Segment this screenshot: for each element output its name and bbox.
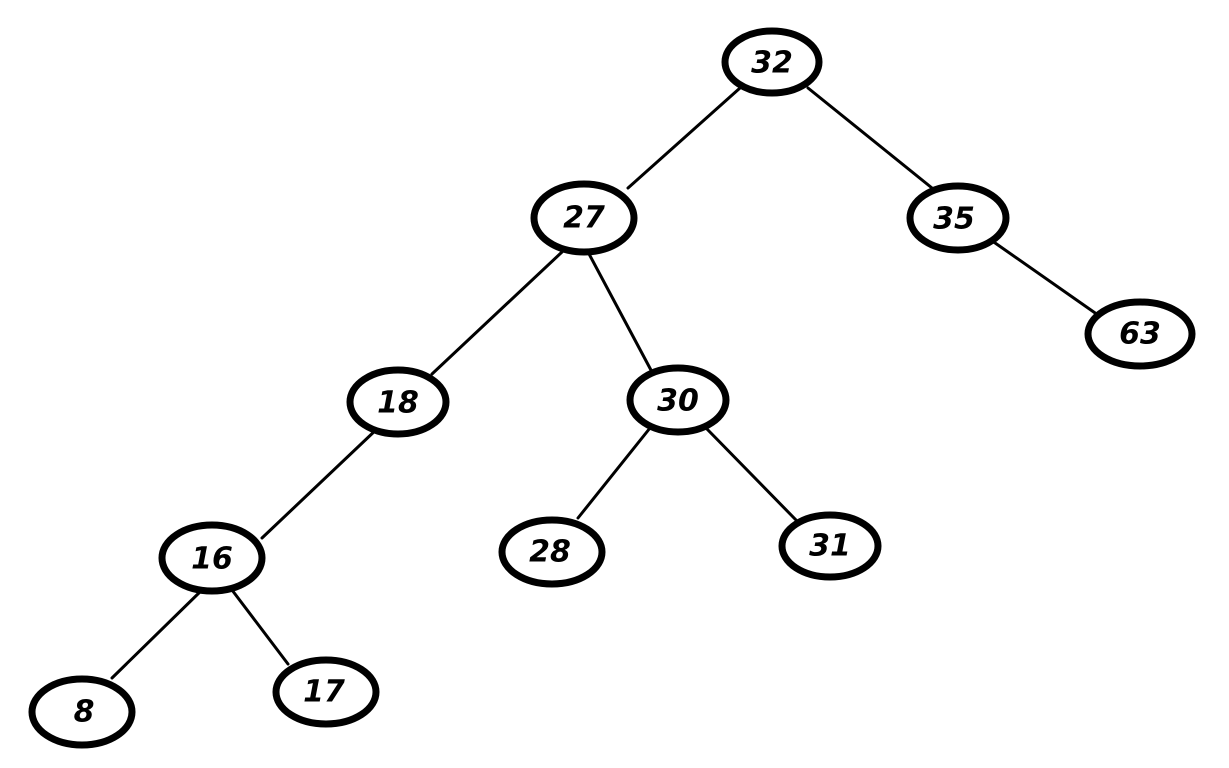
node-label: 63 <box>1119 317 1161 352</box>
node-ellipse <box>346 366 450 438</box>
edge-32-35 <box>806 86 934 190</box>
node-label: 30 <box>657 384 699 419</box>
tree-node: 18 <box>346 366 450 438</box>
tree-node: 30 <box>626 364 730 436</box>
node-label: 35 <box>933 202 975 237</box>
node-ellipse <box>158 521 266 595</box>
edge-18-16 <box>260 426 380 540</box>
edge-16-17 <box>230 588 290 666</box>
edge-30-31 <box>704 426 798 522</box>
tree-node: 8 <box>28 675 136 749</box>
tree-node: 63 <box>1084 298 1196 370</box>
node-label: 17 <box>303 675 345 710</box>
node-ellipse <box>626 364 730 436</box>
edges-layer <box>110 86 1110 680</box>
tree-node: 32 <box>721 27 823 97</box>
node-label: 8 <box>74 695 95 730</box>
node-label: 31 <box>809 529 851 564</box>
tree-node: 28 <box>498 516 606 588</box>
edge-30-28 <box>576 426 652 520</box>
node-ellipse <box>28 675 136 749</box>
node-ellipse <box>721 27 823 97</box>
node-ellipse <box>272 656 380 728</box>
tree-node: 16 <box>158 521 266 595</box>
node-ellipse <box>530 180 638 256</box>
node-label: 27 <box>563 201 605 236</box>
node-label: 16 <box>191 542 233 577</box>
node-label: 28 <box>529 535 571 570</box>
node-ellipse <box>498 516 606 588</box>
node-ellipse <box>778 511 882 581</box>
node-ellipse <box>1084 298 1196 370</box>
node-label: 32 <box>751 46 793 81</box>
nodes-layer: 32 27 35 63 18 30 16 28 <box>28 27 1196 749</box>
edge-27-18 <box>430 250 564 376</box>
tree-node: 27 <box>530 180 638 256</box>
tree-node: 17 <box>272 656 380 728</box>
tree-node: 31 <box>778 511 882 581</box>
node-label: 18 <box>377 386 419 421</box>
node-ellipse <box>906 182 1010 254</box>
edge-16-8 <box>110 586 206 680</box>
edge-35-63 <box>986 236 1110 324</box>
edge-27-30 <box>586 250 654 374</box>
tree-node: 35 <box>906 182 1010 254</box>
edge-32-27 <box>626 86 742 190</box>
